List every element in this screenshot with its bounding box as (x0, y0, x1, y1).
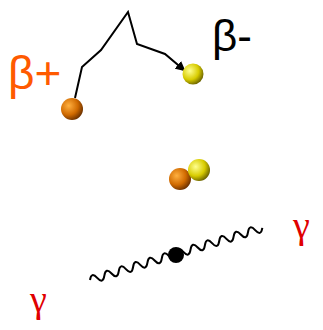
electron (183, 64, 204, 85)
photon-label: γ (30, 280, 47, 318)
electron-label: β- (212, 14, 252, 58)
photon-wave (89, 224, 264, 284)
positron (61, 98, 83, 120)
photon-label: γ (293, 206, 310, 244)
positron-label: β+ (8, 50, 61, 96)
positron (169, 168, 191, 190)
electron (188, 159, 210, 181)
particle-track (75, 12, 184, 98)
annihilation-point (168, 247, 184, 263)
